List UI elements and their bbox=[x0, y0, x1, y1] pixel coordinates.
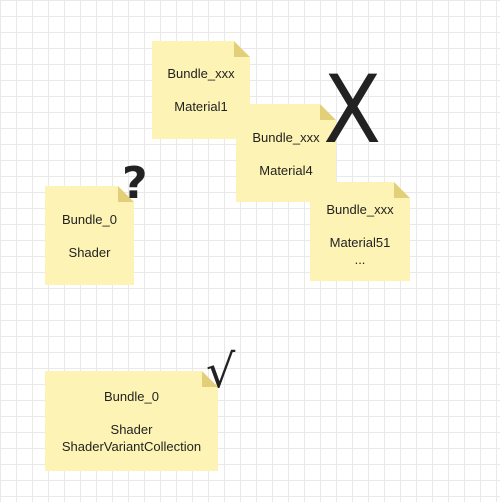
note-fold-corner bbox=[234, 41, 250, 57]
note-title: Bundle_xxx bbox=[252, 130, 320, 145]
note-item: Shader bbox=[110, 422, 153, 437]
note-item: Material4 bbox=[259, 163, 313, 178]
sticky-note-material51: Bundle_xxx Material51 ... bbox=[310, 182, 410, 281]
check-mark-icon: √ bbox=[206, 344, 236, 398]
note-item: Material1 bbox=[174, 99, 228, 114]
sticky-note-shader: Bundle_0 Shader bbox=[45, 186, 134, 285]
note-item: Material51 bbox=[329, 235, 391, 250]
note-fold-corner bbox=[394, 182, 410, 198]
note-title: Bundle_0 bbox=[104, 389, 159, 404]
note-item: Shader bbox=[68, 245, 111, 260]
sticky-note-shader-variant-collection: Bundle_0 Shader ShaderVariantCollection bbox=[45, 371, 218, 471]
sticky-note-material1: Bundle_xxx Material1 bbox=[152, 41, 250, 139]
note-title: Bundle_xxx bbox=[167, 66, 235, 81]
sticky-note-material4: Bundle_xxx Material4 bbox=[236, 104, 336, 202]
note-title: Bundle_0 bbox=[62, 212, 117, 227]
question-mark-icon: ? bbox=[122, 158, 148, 209]
note-item: ... bbox=[354, 252, 366, 267]
note-item: ShaderVariantCollection bbox=[61, 439, 202, 454]
cross-mark-icon: X bbox=[323, 56, 382, 165]
note-title: Bundle_xxx bbox=[326, 202, 394, 217]
